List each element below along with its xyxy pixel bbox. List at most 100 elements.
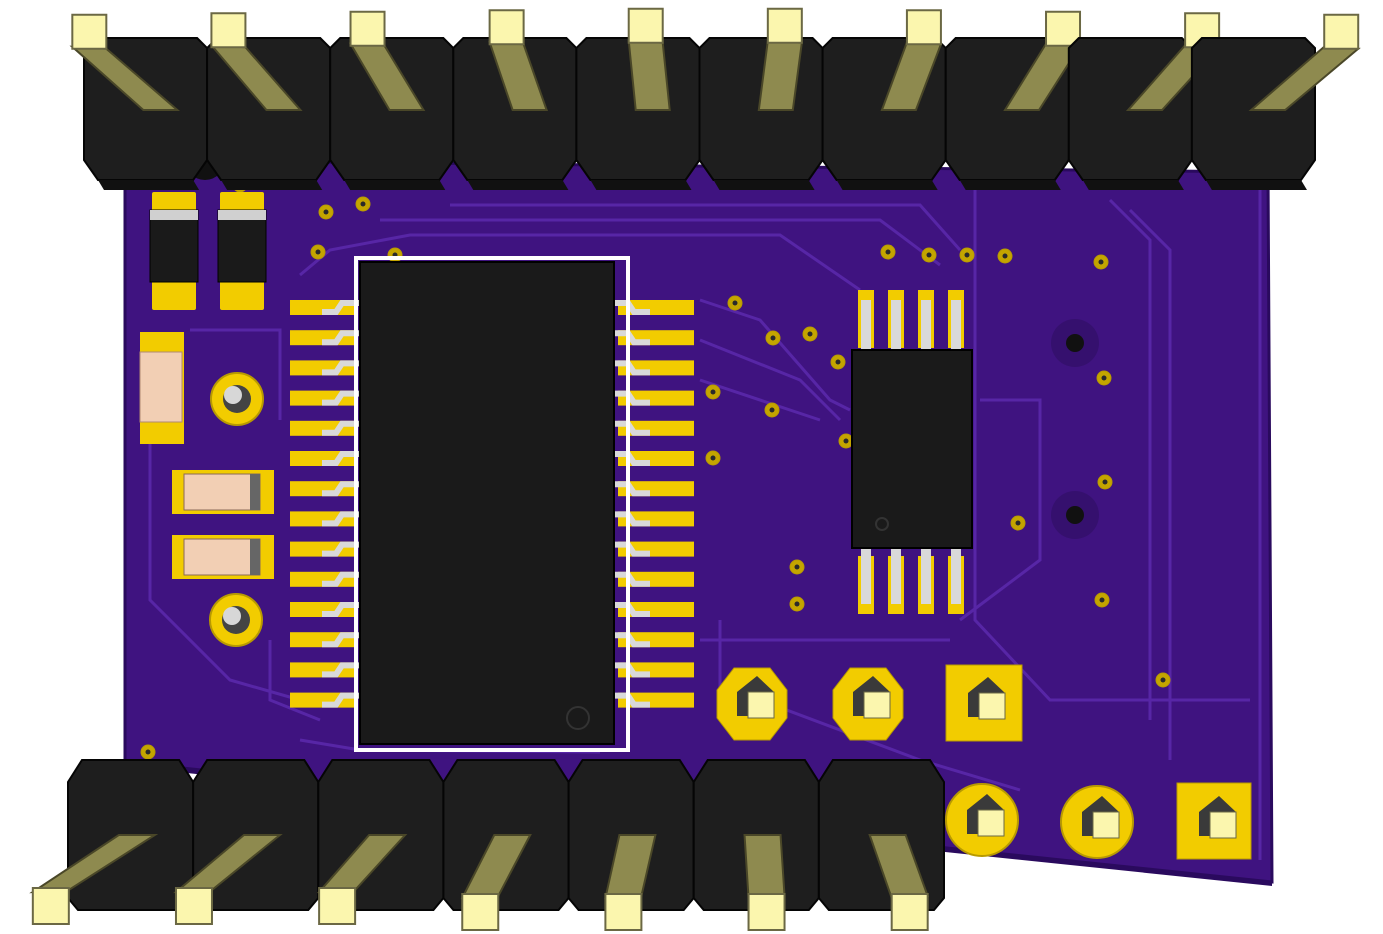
pad-pin-0-pin — [747, 691, 775, 719]
via-hole-0 — [323, 209, 329, 215]
cap-end-1 — [250, 539, 260, 575]
header-top-skirt-2 — [344, 180, 446, 190]
via-hole-1 — [360, 201, 366, 207]
via-hole-9 — [769, 407, 775, 413]
pad-pin-3-pin — [977, 809, 1005, 837]
header-bottom-pin-tip-2 — [318, 887, 357, 925]
cap-vertical — [139, 351, 183, 423]
mount-hole-0 — [1066, 334, 1084, 352]
via-hole-17 — [1101, 375, 1107, 381]
diode-band-0 — [150, 210, 198, 220]
via-hole-20 — [1099, 597, 1105, 603]
via-hole-24 — [794, 564, 800, 570]
via-hole-11 — [710, 455, 716, 461]
th-lead-1 — [223, 607, 241, 625]
header-bottom-pin-tip-3 — [461, 893, 500, 931]
ic-lead-right-9 — [610, 571, 650, 587]
header-top-pin-tip-5 — [766, 7, 803, 44]
via-hole-13 — [926, 252, 932, 258]
ic-lead-right-3 — [610, 390, 650, 406]
cap-horizontal-1 — [183, 538, 261, 576]
trace-2 — [450, 203, 962, 251]
ic-lead-left-7 — [322, 511, 364, 527]
header-top-skirt-3 — [467, 180, 569, 190]
via-hole-7 — [835, 359, 841, 365]
ic-lead-left-3 — [322, 390, 364, 406]
ic-lead-left-4 — [322, 420, 364, 436]
header-top-pin-4 — [627, 39, 671, 111]
ic-lead-right-6 — [610, 481, 650, 497]
small-ic-pin1-dot — [875, 517, 889, 531]
via-hole-2 — [315, 249, 321, 255]
diode-0 — [149, 209, 199, 283]
cap-end-0 — [250, 474, 260, 510]
header-top-pin-tip-1 — [210, 12, 247, 49]
ic-lead-left-12 — [322, 662, 364, 678]
header-bottom-pin-tip-6 — [890, 893, 929, 931]
top-pin-header — [69, 7, 1361, 190]
header-bottom-pin-tip-1 — [174, 887, 213, 925]
trace-1 — [380, 218, 941, 267]
ic-lead-left-8 — [322, 541, 364, 557]
ic-lead-left-13 — [322, 692, 364, 708]
ic-lead-right-10 — [610, 602, 650, 617]
header-top-skirt-6 — [836, 180, 938, 190]
via-hole-19 — [1015, 520, 1021, 526]
ic-lead-right-12 — [610, 662, 650, 678]
via-hole-4 — [732, 300, 738, 306]
header-top-pin-tip-6 — [905, 9, 942, 46]
ic-lead-right-4 — [610, 420, 650, 436]
small-ic-lead-top-1 — [891, 300, 901, 350]
diode-1 — [217, 209, 267, 283]
header-top-pin-tip-7 — [1045, 10, 1082, 47]
ic-lead-left-6 — [322, 481, 364, 497]
pad-pin-2-pin — [978, 692, 1006, 720]
via-hole-8 — [710, 389, 716, 395]
ic-lead-right-5 — [610, 451, 650, 466]
header-top-skirt-5 — [713, 180, 815, 190]
header-top-skirt-1 — [221, 180, 323, 190]
header-bottom-pin-tip-4 — [604, 893, 643, 931]
ic-lead-left-9 — [322, 571, 364, 587]
header-bottom-pin-5 — [743, 834, 786, 900]
ic-lead-left-11 — [322, 632, 364, 648]
via-hole-6 — [807, 331, 813, 337]
trace-4 — [699, 338, 842, 422]
pad-pin-5-pin — [1209, 811, 1237, 839]
header-top-pin-tip-0 — [71, 13, 108, 50]
trace-3 — [699, 298, 851, 412]
small-ic-lead-bottom-0 — [861, 548, 871, 604]
cap-horizontal-0 — [183, 473, 261, 511]
header-top-pin-tip-2 — [349, 10, 386, 47]
trace-5 — [699, 378, 821, 422]
trace-16 — [959, 398, 1042, 622]
header-top-skirt-0 — [98, 180, 200, 190]
trace-7 — [1108, 198, 1152, 720]
header-top-pin-tip-4 — [627, 7, 664, 44]
via-hole-5 — [770, 335, 776, 341]
ic-lead-right-11 — [610, 632, 650, 648]
small-ic-lead-bottom-1 — [891, 548, 901, 604]
trace-8 — [1128, 208, 1172, 760]
small-ic-lead-top-3 — [951, 300, 961, 350]
via-hole-21 — [1160, 677, 1166, 683]
header-top-skirt-8 — [1082, 180, 1184, 190]
header-top-skirt-7 — [959, 180, 1061, 190]
via-hole-10 — [843, 438, 849, 444]
header-bottom-pin-tip-5 — [747, 893, 786, 931]
ic-lead-right-1 — [610, 330, 650, 346]
trace-9 — [148, 440, 301, 702]
ic-lead-right-7 — [610, 511, 650, 527]
small-ic-lead-top-0 — [861, 300, 871, 350]
via-hole-23 — [145, 749, 151, 755]
components — [139, 174, 1252, 860]
ic-lead-right-8 — [610, 541, 650, 557]
header-top-pin-tip-9 — [1323, 13, 1360, 50]
main-ic-pin1-dot — [566, 706, 590, 730]
mount-hole-1 — [1066, 506, 1084, 524]
header-top-skirt-4 — [590, 180, 692, 190]
trace-10 — [190, 328, 282, 420]
ic-lead-left-2 — [322, 360, 364, 376]
header-top-skirt-9 — [1205, 180, 1307, 190]
